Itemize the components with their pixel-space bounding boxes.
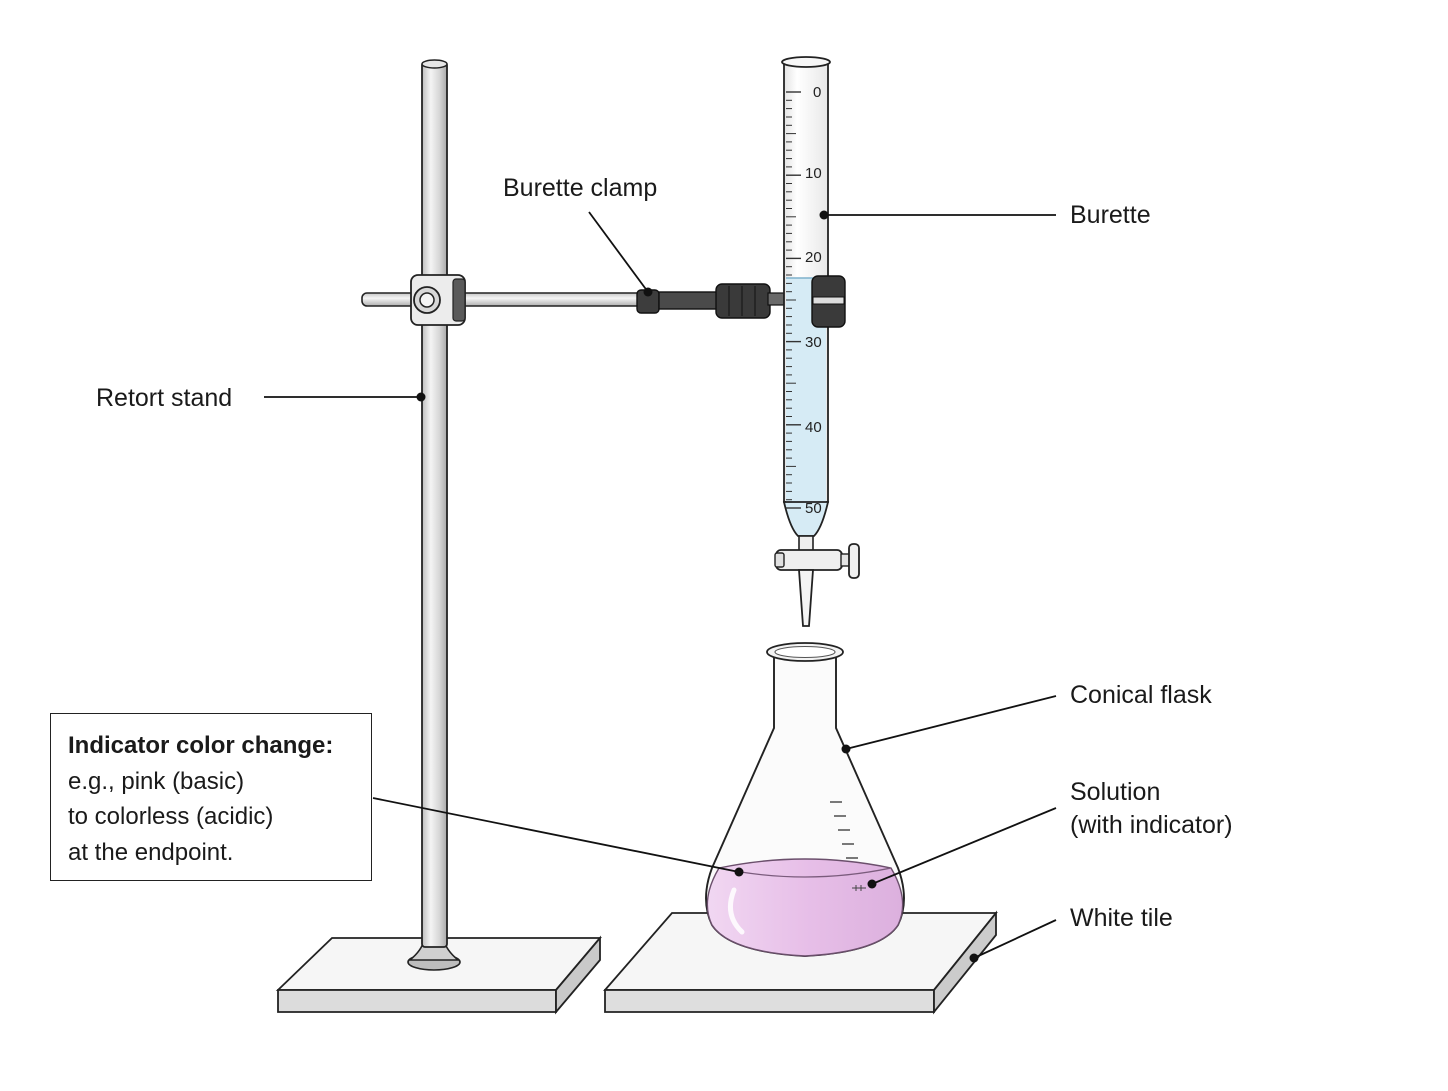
burette-graduations (786, 91, 801, 509)
indicator-note-line: to colorless (acidic) (68, 803, 274, 830)
scale-0: 0 (813, 84, 821, 101)
burette: 0 10 20 30 40 50 (774, 56, 860, 627)
burette-clamp (361, 274, 785, 326)
scale-30: 30 (805, 334, 822, 351)
pink-solution (706, 858, 904, 957)
stand-rod (421, 61, 448, 948)
scale-50: 50 (805, 500, 822, 517)
label-solution: Solution (1070, 778, 1160, 806)
label-white-tile: White tile (1070, 904, 1173, 932)
stopcock (774, 543, 860, 579)
leader-lines (264, 210, 1057, 963)
indicator-note-box: Indicator color change: e.g., pink (basi… (50, 713, 372, 881)
label-conical-flask: Conical flask (1070, 681, 1212, 709)
indicator-note-line: at the endpoint. (68, 838, 234, 866)
conical-flask (705, 642, 905, 957)
label-solution-detail: (with indicator) (1070, 811, 1233, 839)
scale-20: 20 (805, 249, 822, 266)
label-burette: Burette (1070, 201, 1151, 229)
scale-10: 10 (805, 165, 822, 182)
indicator-note-line: e.g., pink (basic) (68, 767, 245, 795)
scale-40: 40 (805, 419, 822, 436)
indicator-note-title: Indicator color change: (68, 732, 334, 759)
label-burette-clamp: Burette clamp (503, 174, 657, 202)
label-retort-stand: Retort stand (96, 384, 232, 412)
